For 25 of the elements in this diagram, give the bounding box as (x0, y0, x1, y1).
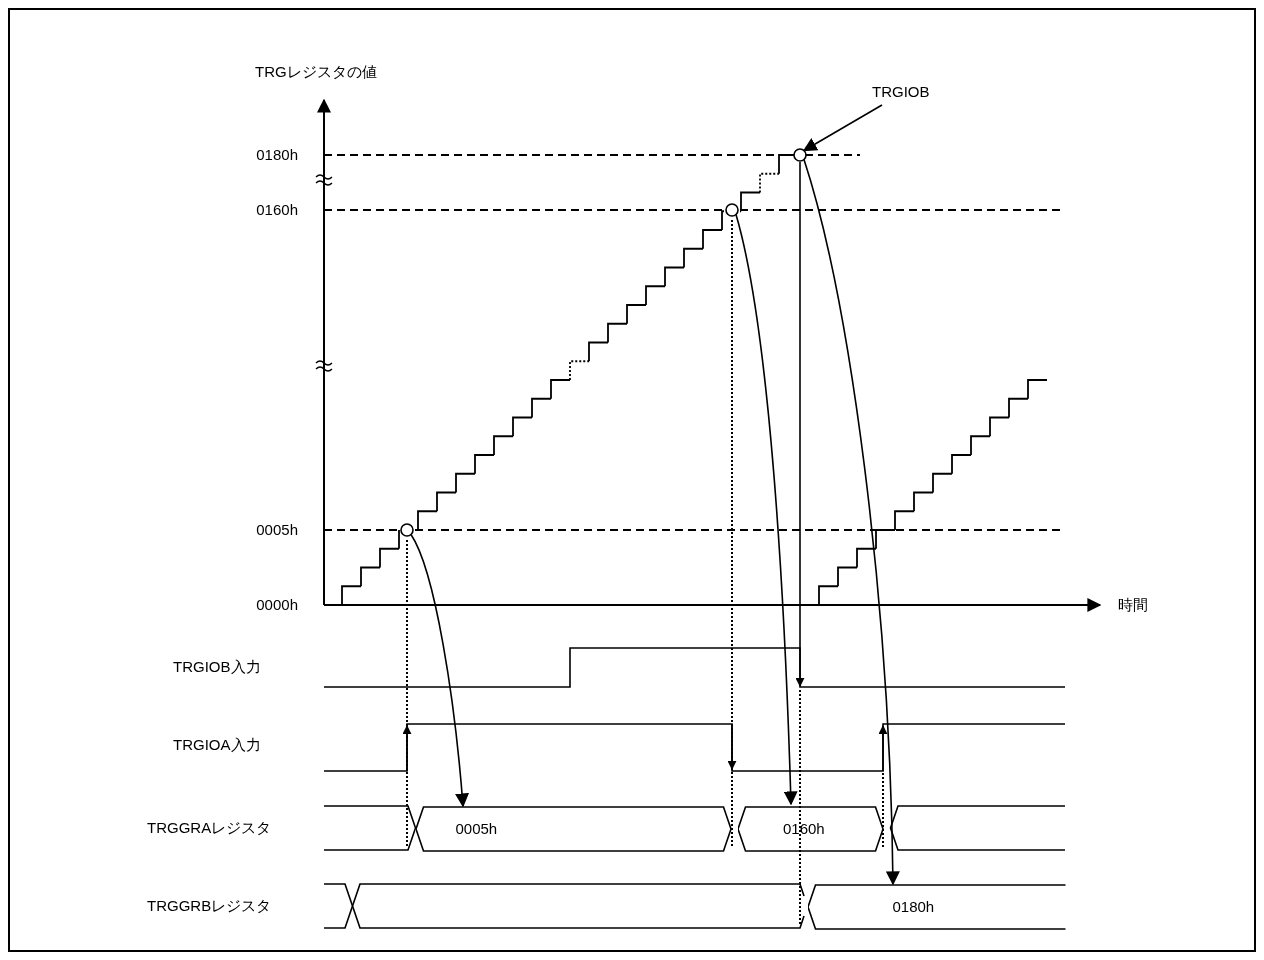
capture-point-circle (400, 523, 414, 537)
bus-value-text: 0160h (783, 820, 825, 838)
tick-label: 0160h (256, 201, 298, 219)
capture-point-circle (725, 203, 739, 217)
signal-name: TRGIOA入力 (173, 736, 261, 754)
curved-arrow (803, 158, 900, 886)
curved-arrow (735, 213, 798, 806)
tick-label: 0005h (256, 521, 298, 539)
arrow (795, 161, 805, 687)
bus-value-text: 0005h (455, 820, 498, 838)
tick-label: 0000h (256, 596, 298, 614)
signal-name: TRGGRAレジスタ (147, 819, 272, 837)
callout-text: TRGIOB (872, 83, 938, 101)
capture-point-circle (793, 148, 807, 162)
tick-label: 0180h (256, 146, 298, 164)
bus-data-segment (807, 884, 1065, 928)
bus-value-text: 0180h (892, 898, 935, 916)
axis-title: TRGレジスタの値 (255, 63, 377, 81)
curved-arrow (410, 533, 469, 808)
axis-title: 時間 (1118, 596, 1148, 614)
bus-data-segment (415, 806, 731, 850)
leader-arrow (802, 104, 883, 152)
signal-name: TRGIOB入力 (173, 658, 261, 676)
signal-name: TRGGRBレジスタ (147, 897, 272, 915)
bus-data-segment (738, 806, 883, 850)
